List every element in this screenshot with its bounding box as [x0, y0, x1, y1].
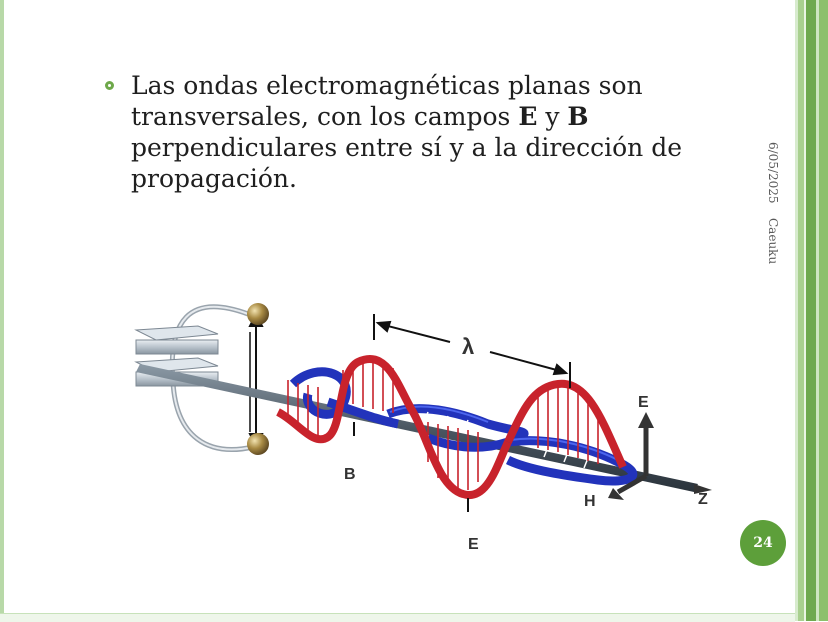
coordinate-axes: [608, 412, 654, 500]
frame-left-border: [0, 0, 4, 621]
lambda-label: λ: [462, 334, 474, 359]
e-field-label: E: [468, 536, 479, 553]
z-axis-label: Z: [698, 491, 708, 508]
charge-ball-bottom: [247, 433, 269, 455]
charge-ball-top: [247, 303, 269, 325]
magnetic-field-highlight: [389, 405, 619, 461]
em-wave-figure: λ E B E H Z: [134, 303, 712, 553]
bullet-text: Las ondas electromagnéticas planas son t…: [131, 70, 705, 194]
text-bold-b: B: [567, 102, 589, 131]
side-author: Caeuku: [766, 218, 780, 265]
text-part-2: y: [537, 102, 568, 131]
electric-field-wave: [276, 355, 627, 499]
electric-field-vectors: [287, 358, 599, 492]
bullet-circle-icon: [105, 81, 114, 90]
text-bold-e: E: [518, 102, 538, 131]
h-axis-label: H: [584, 493, 596, 510]
bullet-point: Las ondas electromagnéticas planas son t…: [105, 70, 705, 194]
e-axis-label: E: [638, 394, 649, 411]
decorative-stripes: [795, 0, 828, 621]
oscillation-arrow: [248, 311, 264, 449]
wavelength-indicator: [373, 314, 571, 388]
text-part-3: perpendiculares entre sí y a la direcció…: [131, 133, 682, 193]
page-number-badge: 24: [740, 520, 786, 566]
frame-bottom-border: [0, 613, 795, 622]
b-field-label: B: [344, 466, 356, 483]
capacitor-plates: [134, 325, 219, 387]
side-date: 6/05/2025: [766, 142, 780, 204]
text-part-1: Las ondas electromagnéticas planas son t…: [131, 71, 643, 131]
